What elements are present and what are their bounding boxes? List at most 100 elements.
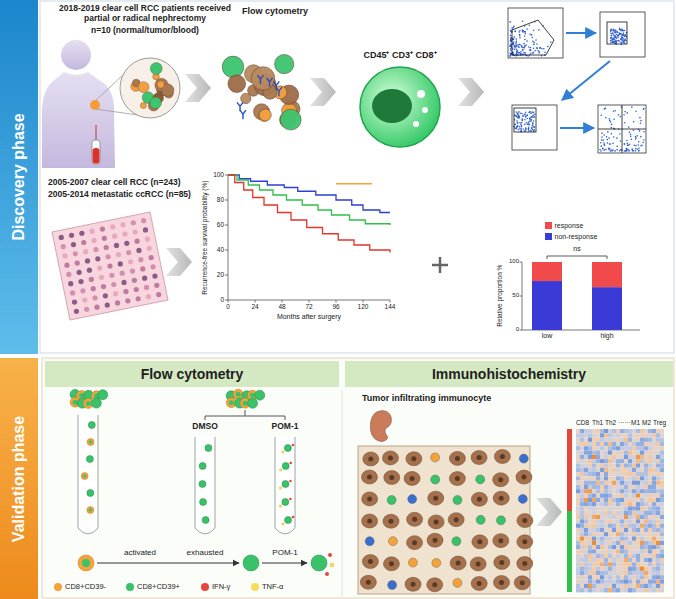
heatmap-cell <box>584 554 588 558</box>
heatmap-cell <box>576 571 580 575</box>
heatmap-cell <box>652 455 656 459</box>
cd39-positive-cell <box>202 517 209 524</box>
heatmap-cell <box>628 468 632 472</box>
cell-nucleus <box>388 455 393 460</box>
heatmap-cell <box>660 438 664 442</box>
heatmap-cell <box>652 468 656 472</box>
heatmap-cell <box>624 545 628 549</box>
event-dot <box>605 149 607 151</box>
heatmap-cell <box>584 451 588 455</box>
heatmap-cell <box>632 498 636 502</box>
heatmap-cell <box>628 541 632 545</box>
heatmap-cell <box>660 433 664 437</box>
heatmap-cell <box>600 588 604 592</box>
gate-outline <box>514 108 536 132</box>
legend-swatch <box>545 233 552 240</box>
heatmap-cell <box>656 571 660 575</box>
tumor-cell <box>494 575 510 589</box>
heatmap-cell <box>644 476 648 480</box>
heatmap-cell <box>580 433 584 437</box>
immune-cell <box>518 494 527 503</box>
event-dot <box>514 49 516 51</box>
event-dot <box>537 47 539 49</box>
heatmap-cell <box>644 438 648 442</box>
heatmap-cell <box>656 489 660 493</box>
heatmap-cell <box>580 584 584 588</box>
heatmap-cell <box>612 459 616 463</box>
tick-label: 0 <box>516 326 519 333</box>
tick-label: 80 <box>217 196 224 203</box>
heatmap-cell <box>652 580 656 584</box>
heatmap-cell <box>660 485 664 489</box>
heatmap-cell <box>584 472 588 476</box>
heatmap-cell <box>608 532 612 536</box>
event-dot <box>638 148 640 150</box>
tumor-cell <box>383 514 399 528</box>
test-tube <box>195 437 215 534</box>
event-dot <box>518 129 520 131</box>
heatmap-cell <box>656 515 660 519</box>
heatmap-cell <box>632 554 636 558</box>
heatmap-cell <box>636 571 640 575</box>
event-dot <box>607 142 609 144</box>
event-dot <box>515 38 517 40</box>
heatmap-cell <box>580 562 584 566</box>
heatmap-cell <box>628 446 632 450</box>
event-dot <box>509 55 511 57</box>
heatmap-cell <box>648 567 652 571</box>
event-dot <box>522 119 524 121</box>
heatmap-cell <box>616 549 620 553</box>
heatmap-cell <box>576 459 580 463</box>
heatmap-cell <box>656 481 660 485</box>
event-dot <box>510 39 512 41</box>
event-dot <box>525 116 527 118</box>
tissue-core <box>123 289 128 294</box>
heatmap-cell <box>628 545 632 549</box>
event-dot <box>610 28 612 30</box>
event-dot <box>532 111 534 113</box>
tissue-core <box>118 261 123 266</box>
cell-nucleus <box>388 519 393 524</box>
heatmap-cell <box>576 511 580 515</box>
heatmap-cell <box>652 451 656 455</box>
heatmap-cell <box>632 455 636 459</box>
event-dot <box>517 114 519 116</box>
tissue-core <box>59 235 64 240</box>
event-dot <box>624 111 626 113</box>
event-dot <box>514 31 516 33</box>
tissue-core <box>66 272 71 277</box>
heatmap-cell <box>596 472 600 476</box>
cell-nucleus <box>456 561 461 566</box>
heatmap-cell <box>644 494 648 498</box>
axis-tick <box>225 300 228 301</box>
heatmap-cell <box>608 545 612 549</box>
heatmap-cell <box>660 528 664 532</box>
event-dot <box>518 52 520 54</box>
heatmap-cell <box>588 442 592 446</box>
heatmap-cell <box>576 515 580 519</box>
legend-text: CD8+CD39+ <box>137 583 180 591</box>
event-dot <box>613 41 615 43</box>
heatmap-cell <box>600 541 604 545</box>
event-dot <box>624 143 626 145</box>
tissue-core <box>80 288 85 293</box>
event-dot <box>509 21 511 23</box>
tumor-cell <box>150 63 162 75</box>
heatmap-cell <box>608 580 612 584</box>
heatmap-cell <box>580 476 584 480</box>
event-dot <box>513 43 515 45</box>
heatmap-cell <box>612 429 616 433</box>
heatmap-cell <box>616 459 620 463</box>
heatmap-cell <box>652 541 656 545</box>
plot-axes <box>228 175 390 300</box>
heatmap-cell <box>640 537 644 541</box>
heatmap-cell <box>612 451 616 455</box>
event-dot <box>516 111 518 113</box>
heatmap-cell <box>620 494 624 498</box>
heatmap-cell <box>620 571 624 575</box>
heatmap-cell <box>652 446 656 450</box>
cell-nucleus <box>432 582 437 587</box>
tumor-cell <box>472 535 488 549</box>
heatmap-cell <box>588 549 592 553</box>
immune-cell <box>408 558 417 567</box>
